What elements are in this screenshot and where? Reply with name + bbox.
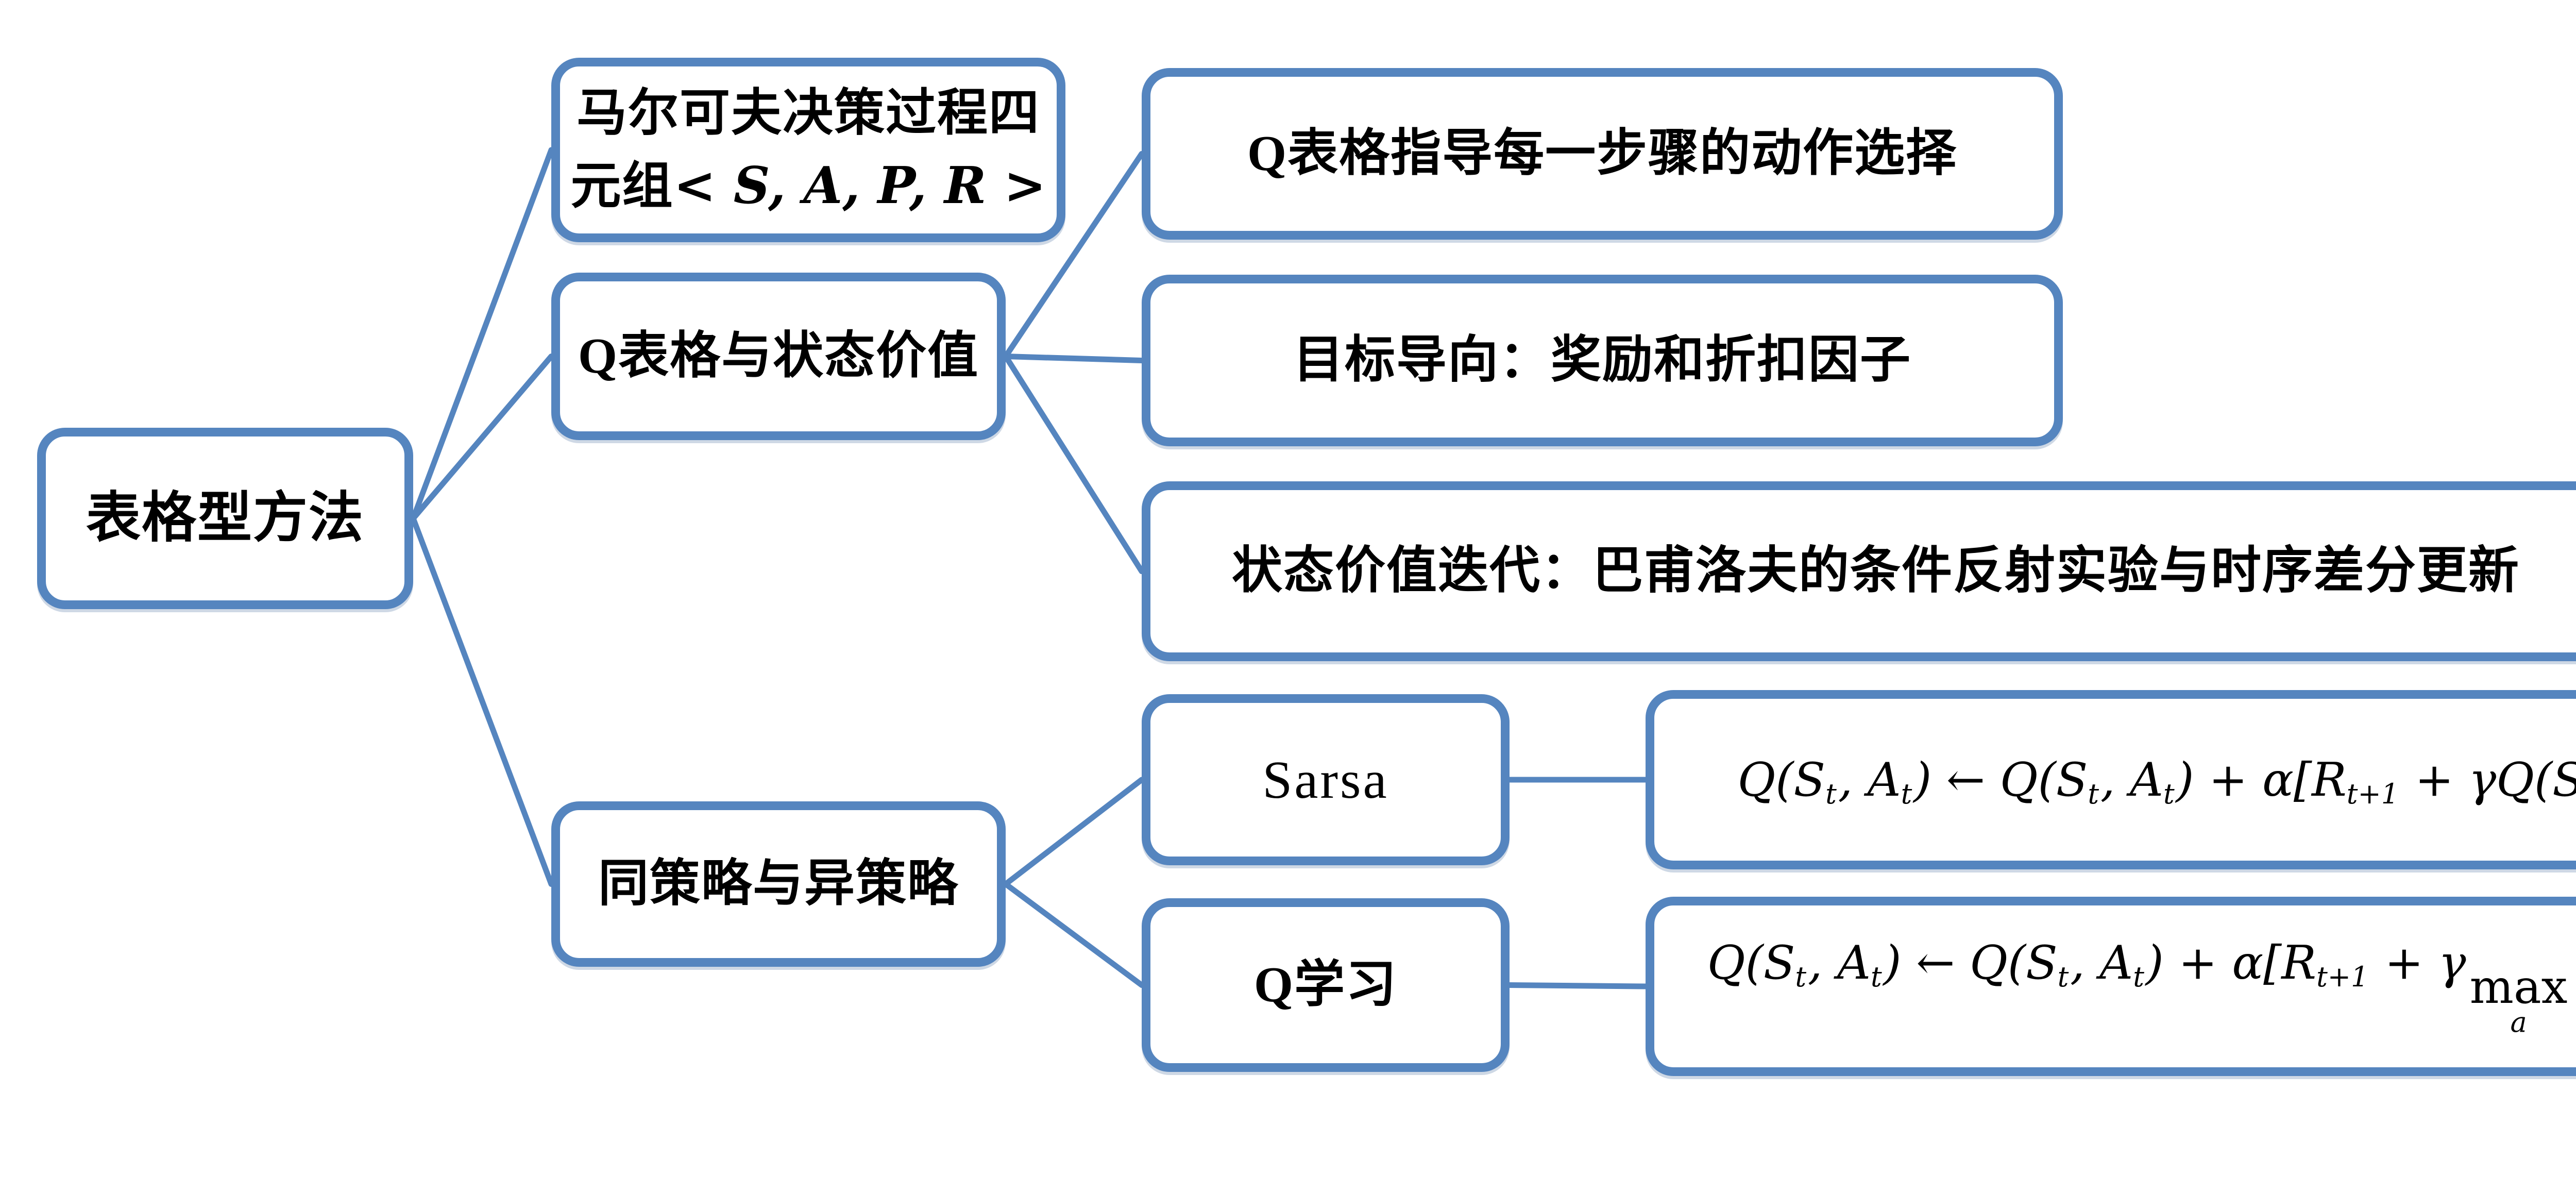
node-q-learning: Q学习 — [1142, 898, 1510, 1072]
node-on-off-policy: 同策略与异策略 — [551, 801, 1006, 967]
node-tabular-methods-root: 表格型方法 — [37, 428, 413, 609]
sarsa-update-formula: Q(St, At) ← Q(St, At) + α[Rt+1 + γQ(St+1… — [1737, 752, 2576, 810]
node-label: Q学习 — [1253, 957, 1398, 1013]
connector-qlearn-f2 — [1506, 982, 1649, 989]
mdp-tuple-math: < S, A, P, R > — [673, 156, 1046, 215]
connector-qtable-valueiter — [1003, 354, 1145, 574]
node-goal-oriented: 目标导向：奖励和折扣因子 — [1142, 275, 2063, 446]
node-q-table-action-selection: Q表格指导每一步骤的动作选择 — [1142, 68, 2063, 240]
node-label: Q表格与状态价值 — [578, 328, 979, 384]
node-sarsa: Sarsa — [1142, 694, 1510, 865]
connector-root-qtable — [410, 354, 554, 522]
connector-root-mdp — [410, 147, 554, 522]
node-sarsa-formula: Q(St, At) ← Q(St, At) + α[Rt+1 + γQ(St+1… — [1646, 690, 2576, 869]
node-label: Q表格指导每一步骤的动作选择 — [1247, 126, 1958, 182]
connector-policy-qlearn — [1003, 881, 1145, 988]
node-label: 同策略与异策略 — [598, 856, 959, 912]
connector-root-policy — [410, 515, 554, 887]
connector-qtable-goal — [1003, 354, 1145, 363]
connector-qtable-qstep — [1003, 151, 1145, 359]
node-state-value-iteration: 状态价值迭代：巴甫洛夫的条件反射实验与时序差分更新 — [1142, 481, 2576, 661]
node-label: 马尔可夫决策过程四元组 — [570, 85, 1040, 214]
node-mdp-tuple: 马尔可夫决策过程四元组< S, A, P, R > — [551, 58, 1065, 242]
node-q-table-state-value: Q表格与状态价值 — [551, 273, 1006, 440]
node-label: 表格型方法 — [86, 488, 364, 549]
node-label: 状态价值迭代：巴甫洛夫的条件反射实验与时序差分更新 — [1231, 543, 2520, 599]
connector-policy-sarsa — [1003, 777, 1145, 887]
node-label: Sarsa — [1262, 750, 1389, 810]
node-label: 目标导向：奖励和折扣因子 — [1293, 332, 1911, 389]
